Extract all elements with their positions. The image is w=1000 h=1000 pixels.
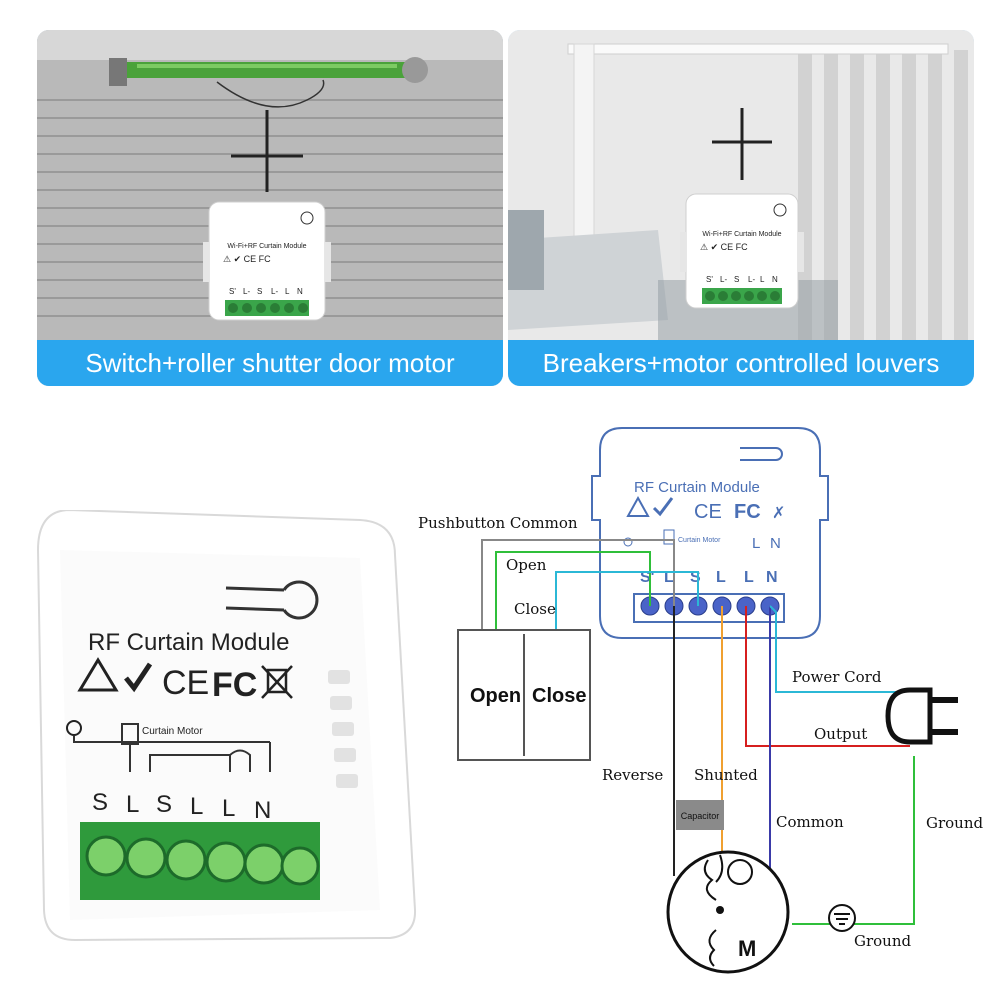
rohs-check-icon [124,662,153,693]
terminal-label: L [760,275,765,284]
module-photo: RF Curtain Module CE FC Curtain Motor S … [36,510,417,942]
terminal-label: L- [243,287,250,296]
svg-text:⚠ ✔ CE FC: ⚠ ✔ CE FC [700,242,748,252]
weee-bin-icon: ✗ [772,505,785,522]
svg-text:FC: FC [734,501,761,523]
module-photo-title: RF Curtain Module [88,629,289,656]
rohs-check-icon [652,497,674,517]
terminal-label: L [126,791,139,818]
terminal-label: S [257,287,262,296]
terminal-label: L- [748,275,755,284]
capacitor [676,800,724,830]
terminal-label: S' [229,287,236,296]
louvers-illustration: Wi-Fi+RF Curtain Module ⚠ ✔ CE FC S' L- … [508,30,974,386]
terminal-label: S [734,275,739,284]
label-ground-bottom: Ground [854,932,912,950]
curtain-motor-label: Curtain Motor [678,537,721,544]
terminal-label: S [92,789,108,816]
label-close: Close [514,600,556,618]
label-pushbutton-common: Pushbutton Common [418,514,578,532]
ce-mark: CE [162,664,209,702]
fc-mark: FC [212,666,257,704]
terminal-label: L- [720,275,727,284]
terminal-label: L [664,569,674,586]
label-open: Open [506,556,547,574]
terminal-label: S [156,791,172,818]
terminal-label: L- [271,287,278,296]
roller-shutter-illustration: Wi-Fi+RF Curtain Module ⚠ ✔ CE FC S' L- … [37,30,503,386]
label-power-cord: Power Cord [792,668,882,686]
terminal-label: N [772,275,778,284]
svg-text:N: N [770,535,781,552]
curtain-motor-label: Curtain Motor [142,726,203,737]
svg-text:CE: CE [694,501,722,523]
terminal-label: L [222,795,235,822]
terminal-label: N [766,569,778,586]
module-outline [591,427,829,639]
motor-symbol [666,850,790,974]
label-shunted: Shunted [694,766,758,784]
label-reverse: Reverse [602,766,664,784]
ground-icon [66,720,82,736]
weee-bin-icon [261,665,293,699]
warning-icon [626,495,650,517]
small-module-right: Wi-Fi+RF Curtain Module ⚠ ✔ CE FC S' L- … [680,193,804,309]
capacitor-label: Capacitor [681,811,720,821]
motor-symbol-label: M [738,936,756,961]
terminal-label: N [254,797,271,824]
warning-icon [77,657,119,692]
photo-panel-roller-shutter: Wi-Fi+RF Curtain Module ⚠ ✔ CE FC S' L- … [37,30,503,386]
hook-icon [282,580,319,620]
terminal-label: N [297,287,303,296]
terminal-label: L [285,287,290,296]
power-plug-icon [885,687,933,745]
small-module-title: Wi-Fi+RF Curtain Module [227,243,306,250]
terminal-label: S' [706,275,713,284]
label-ground-right: Ground [926,814,984,832]
hook-icon [775,447,783,461]
svg-text:L: L [752,535,760,552]
switch-open-label: Open [470,685,521,707]
terminal-label: L [744,569,754,586]
label-output: Output [814,725,868,743]
switch-close-label: Close [532,685,586,707]
panel-caption: Breakers+motor controlled louvers [508,340,974,386]
label-common: Common [776,813,844,831]
terminal-label: L [190,793,203,820]
terminal-label: S [690,569,701,586]
svg-text:⚠ ✔ CE FC: ⚠ ✔ CE FC [223,254,271,264]
panel-caption: Switch+roller shutter door motor [37,340,503,386]
terminal-label: L [716,569,726,586]
module-title: RF Curtain Module [634,479,760,496]
small-module-left: Wi-Fi+RF Curtain Module ⚠ ✔ CE FC S' L- … [203,201,331,321]
small-module-title: Wi-Fi+RF Curtain Module [702,231,781,238]
photo-panel-louvers: Wi-Fi+RF Curtain Module ⚠ ✔ CE FC S' L- … [508,30,974,386]
